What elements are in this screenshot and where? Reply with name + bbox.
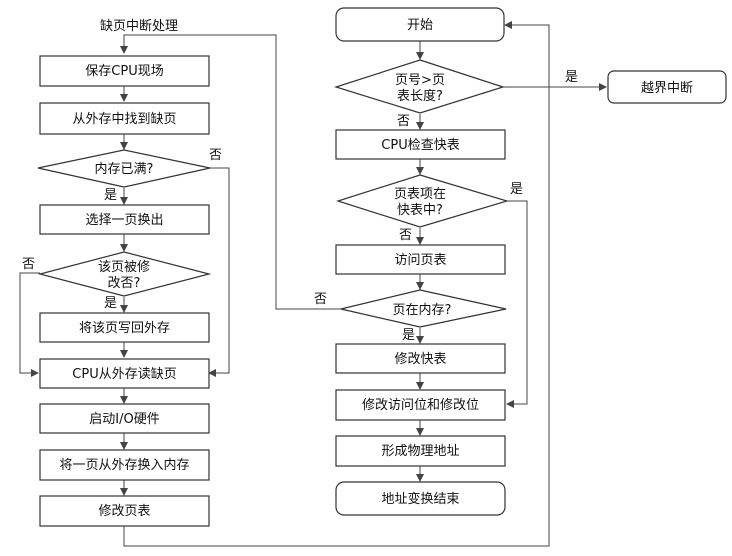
box-find-page: 从外存中找到缺页	[39, 102, 210, 135]
label-no-compare: 否	[397, 114, 410, 129]
label-yes-in-tlb: 是	[510, 182, 523, 197]
box-check-tlb: CPU检查快表	[335, 129, 506, 160]
box-modify-bits: 修改访问位和修改位	[335, 389, 506, 421]
right-connectors	[120, 34, 607, 482]
box-swap-in: 将一页从外存换入内存	[39, 449, 210, 481]
box-end-label: 地址变换结束	[381, 491, 459, 507]
diamond-in-mem-label: 页在内存?	[393, 302, 452, 318]
diamond-in-mem: 页在内存?	[340, 289, 507, 328]
title-page-fault-handling: 缺页中断处理	[100, 19, 178, 34]
diamond-in-tlb-label-1: 页表项在	[394, 187, 446, 202]
diamond-page-compare: 页号>页 表长度?	[334, 59, 505, 114]
label-no-in-tlb: 否	[399, 228, 412, 243]
box-access-table: 访问页表	[335, 244, 506, 275]
diamond-page-compare-label-2: 表长度?	[397, 88, 443, 104]
box-check-tlb-label: CPU检查快表	[381, 138, 459, 153]
diamond-page-compare-label-1: 页号>页	[395, 73, 445, 88]
box-swap-in-label: 将一页从外存换入内存	[59, 457, 189, 473]
box-modify-tlb: 修改快表	[335, 343, 506, 374]
left-connectors	[19, 21, 550, 547]
box-find-page-label: 从外存中找到缺页	[72, 112, 176, 127]
box-choose-page: 选择一页换出	[39, 204, 210, 235]
box-modify-tlb-label: 修改快表	[394, 352, 446, 367]
diamond-mem-full-label: 内存已满?	[95, 161, 154, 177]
label-yes-in-mem: 是	[402, 328, 415, 343]
label-yes-modified: 是	[104, 296, 117, 311]
box-start-label: 开始	[407, 18, 433, 33]
box-access-table-label: 访问页表	[394, 253, 446, 268]
box-modify-table-label: 修改页表	[98, 504, 150, 519]
box-write-back-label: 将该页写回外存	[79, 321, 170, 336]
diamond-page-modified: 该页被修 改否?	[37, 251, 212, 297]
box-save-cpu: 保存CPU现场	[39, 55, 210, 87]
diamond-in-tlb-label-2: 快表中?	[397, 203, 443, 218]
diamond-mem-full: 内存已满?	[37, 149, 211, 188]
label-no-mem-full: 否	[209, 148, 222, 163]
label-no-in-mem: 否	[314, 292, 327, 307]
box-out-of-bounds: 越界中断	[607, 70, 727, 104]
box-modify-bits-label: 修改访问位和修改位	[362, 398, 479, 413]
box-choose-page-label: 选择一页换出	[85, 213, 163, 228]
diamond-page-modified-label-2: 改否?	[108, 276, 141, 291]
label-no-modified: 否	[22, 257, 35, 272]
label-yes-mem-full: 是	[104, 188, 117, 203]
box-out-of-bounds-label: 越界中断	[641, 81, 693, 96]
box-end: 地址变换结束	[335, 481, 506, 516]
box-cpu-read: CPU从外存读缺页	[39, 358, 210, 389]
box-phys-addr: 形成物理地址	[335, 435, 506, 467]
box-save-cpu-label: 保存CPU现场	[85, 64, 163, 79]
box-modify-table: 修改页表	[39, 495, 210, 527]
box-phys-addr-label: 形成物理地址	[381, 444, 459, 459]
box-write-back: 将该页写回外存	[39, 312, 210, 343]
box-start-io: 启动I/O硬件	[39, 403, 210, 434]
box-start: 开始	[335, 7, 505, 42]
diamond-page-modified-label-1: 该页被修	[98, 260, 150, 275]
diamond-in-tlb: 页表项在 快表中?	[336, 174, 510, 228]
label-yes-compare: 是	[565, 70, 578, 85]
box-start-io-label: 启动I/O硬件	[89, 412, 159, 427]
box-cpu-read-label: CPU从外存读缺页	[72, 367, 176, 382]
